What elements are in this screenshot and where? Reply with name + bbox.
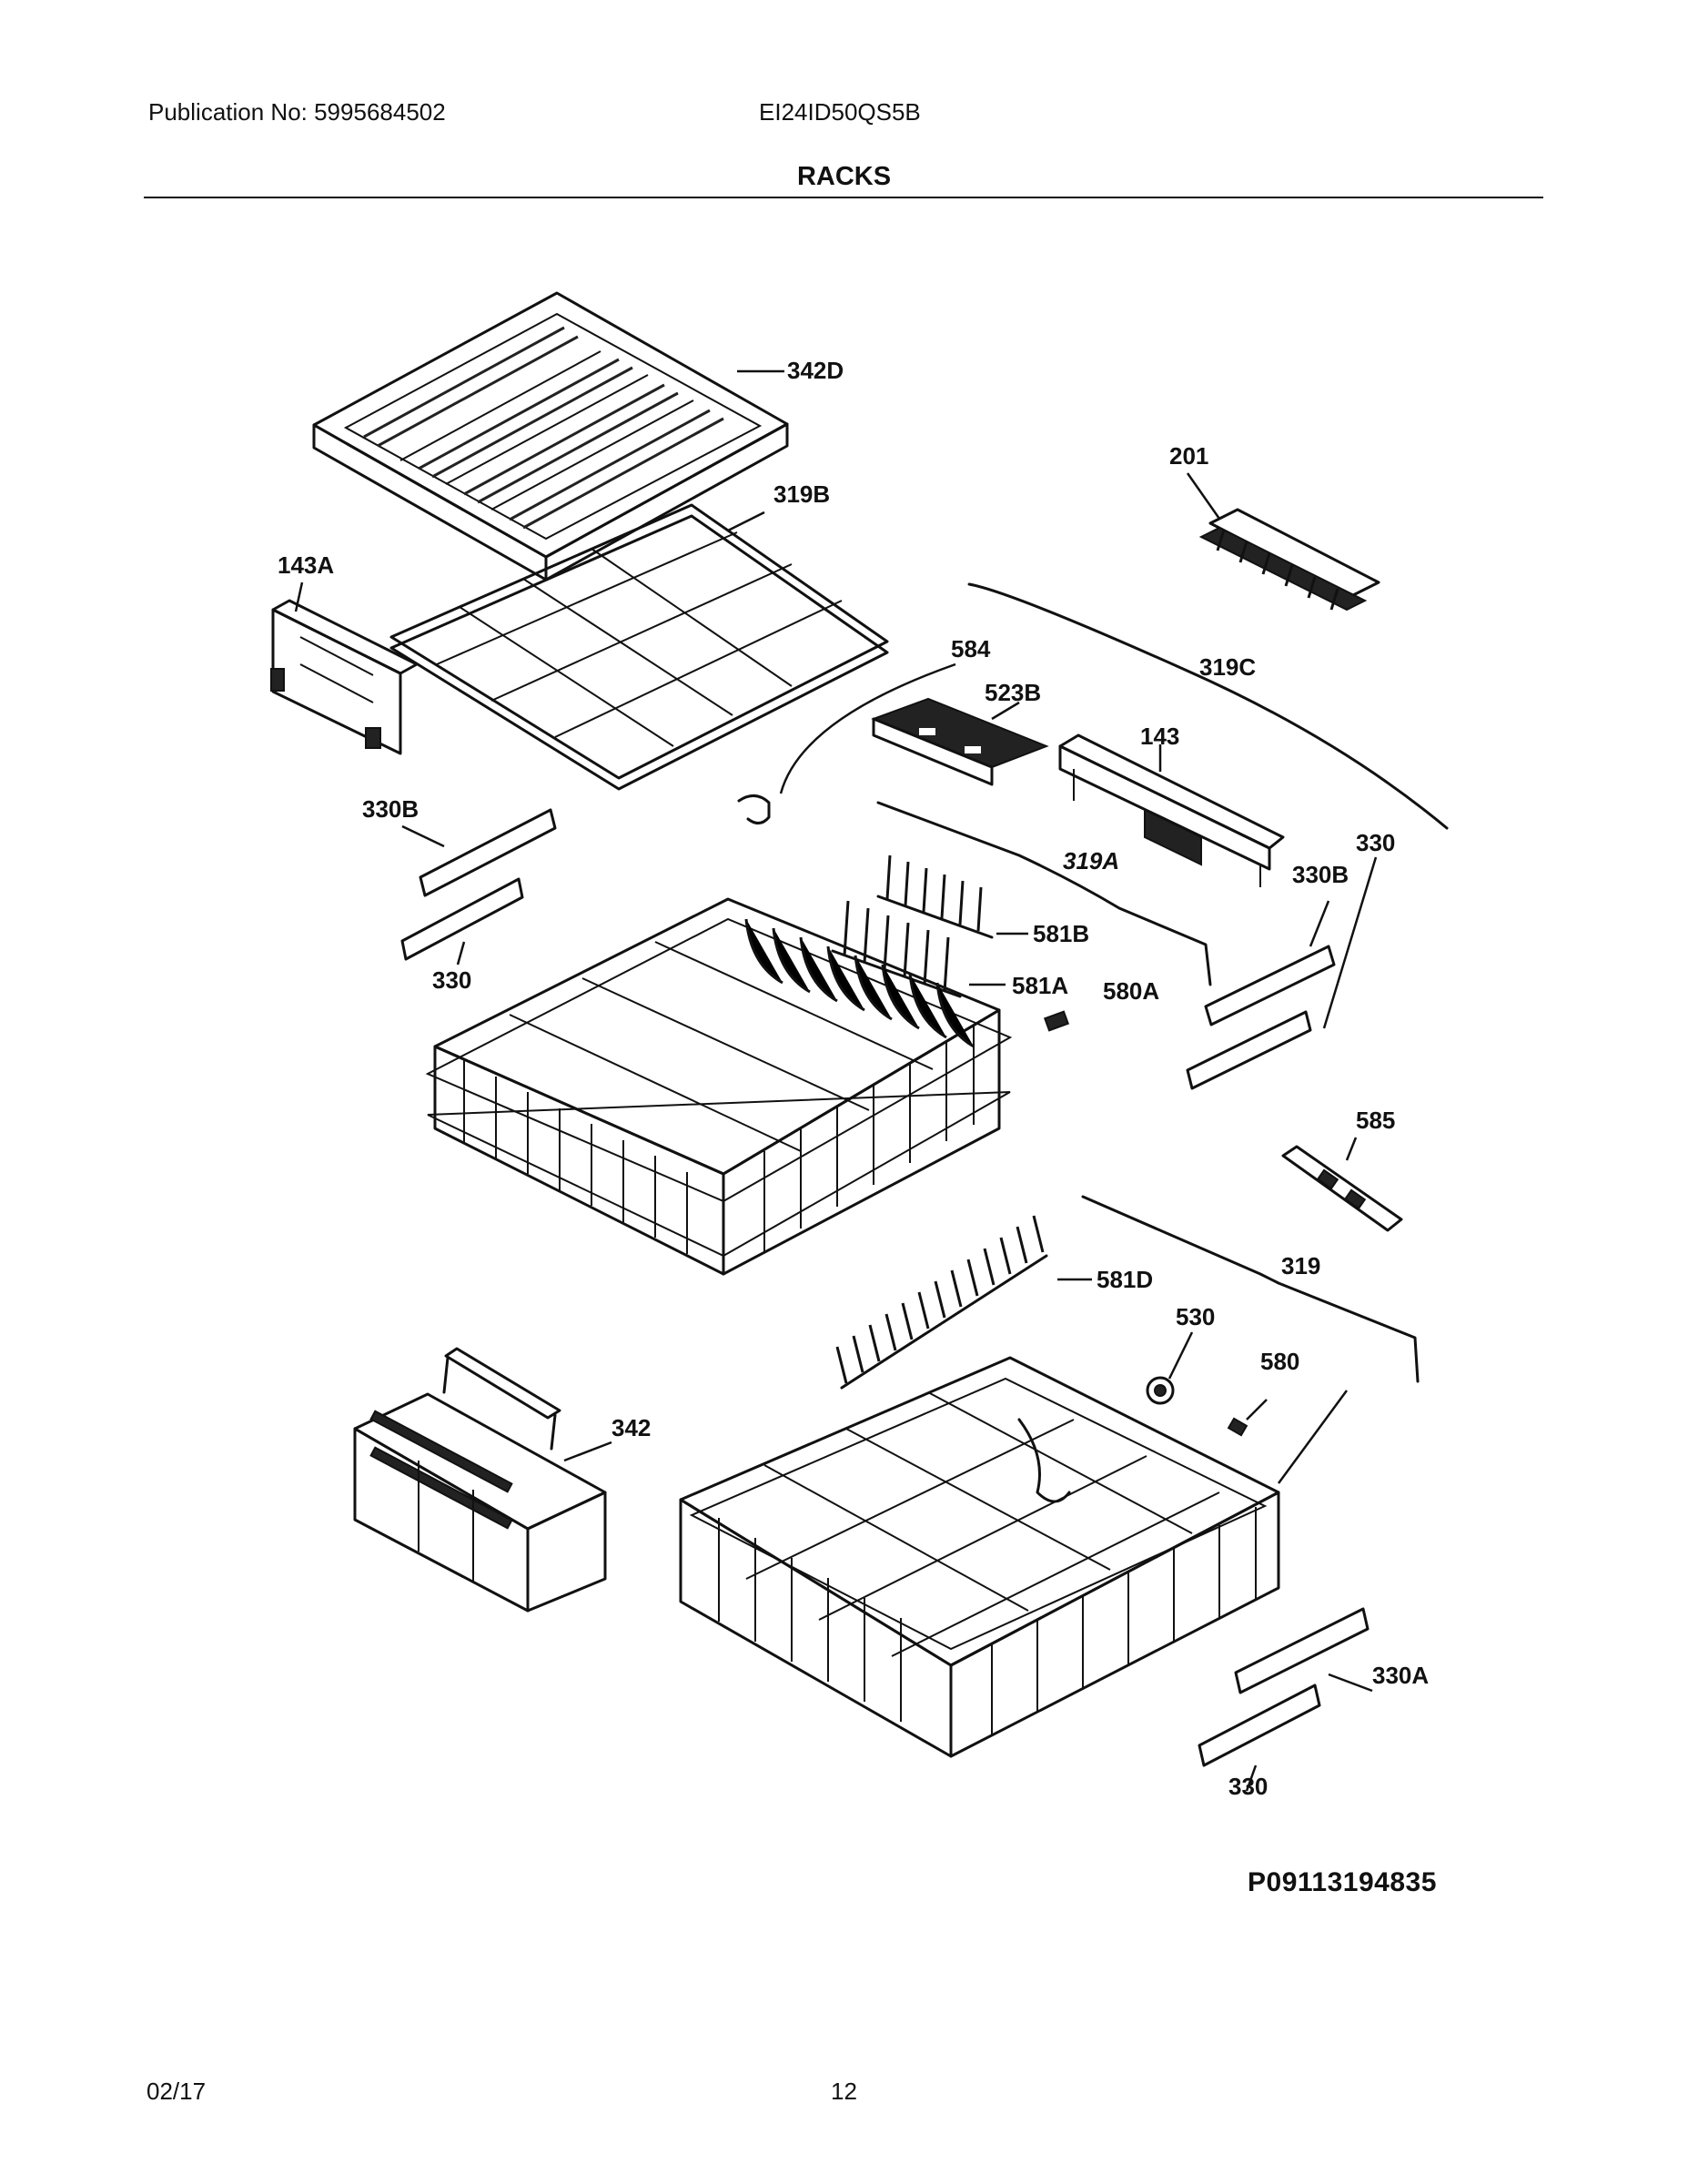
callout-581D: 581D [1097,1266,1153,1293]
callout-580A: 580A [1103,977,1159,1005]
page-number: 12 [831,2078,857,2105]
part-319A-rail [876,801,1212,986]
diagram-reference-code: P09113194835 [1248,1867,1437,1897]
part-330-left-bumper [400,877,524,961]
section-title: RACKS [796,162,892,191]
part-330B-left-bumper [419,808,557,897]
callout-143A: 143A [278,551,334,579]
part-143A-bracket [270,599,419,755]
part-342-silverware-basket [353,1347,607,1613]
callout-342D: 342D [787,357,844,384]
leader-lines [294,369,1378,1792]
part-523B-tine-holder [871,697,1049,786]
part-319C-rail [967,582,1449,830]
callout-330-bottom: 330 [1228,1773,1268,1800]
part-143-rack-adjuster [1058,733,1285,887]
callout-581A: 581A [1012,972,1068,999]
part-319B-third-rack-frame [389,503,889,791]
callout-330A: 330A [1372,1662,1429,1689]
part-580-clip [1227,1417,1248,1437]
part-201-clip-set [1198,508,1380,612]
callout-143: 143 [1140,723,1179,750]
callout-580: 580 [1260,1348,1299,1375]
part-581D-tine-row [835,1215,1048,1390]
part-584-hook [737,794,771,824]
model-number: EI24ID50QS5B [759,98,921,126]
part-530-wheel [1146,1376,1175,1405]
upper-rack-basket [425,897,1013,1276]
part-330A-bumper [1234,1607,1370,1694]
callout-330-left: 330 [432,966,471,994]
header-rule [144,197,1543,198]
part-319-rail [1081,1195,1420,1383]
callout-530: 530 [1176,1303,1215,1330]
part-581B-tine-row [876,854,994,939]
part-342D-cutlery-tray [312,291,789,581]
callout-523B: 523B [985,679,1041,706]
part-330-bottom-bumper [1198,1684,1321,1767]
callout-330B-right: 330B [1292,861,1349,888]
callout-319B: 319B [773,480,830,508]
callout-584: 584 [951,635,991,662]
publication-number: Publication No: 5995684502 [148,98,446,126]
part-330-right-bumper [1186,1010,1312,1090]
callout-581B: 581B [1033,920,1089,947]
part-585-stopper [1281,1145,1403,1232]
callout-342: 342 [612,1414,651,1441]
callout-585: 585 [1356,1107,1395,1134]
callout-330B-left: 330B [362,795,419,823]
lower-rack-basket [679,1356,1280,1758]
publication-date: 02/17 [147,2078,207,2105]
callout-319: 319 [1281,1252,1320,1279]
callout-201: 201 [1169,442,1208,470]
callout-319A: 319A [1063,847,1119,875]
part-580A-clip [1043,1010,1070,1032]
callout-319C: 319C [1199,653,1256,681]
part-330B-right-bumper [1204,945,1336,1026]
callout-330-right: 330 [1356,829,1395,856]
